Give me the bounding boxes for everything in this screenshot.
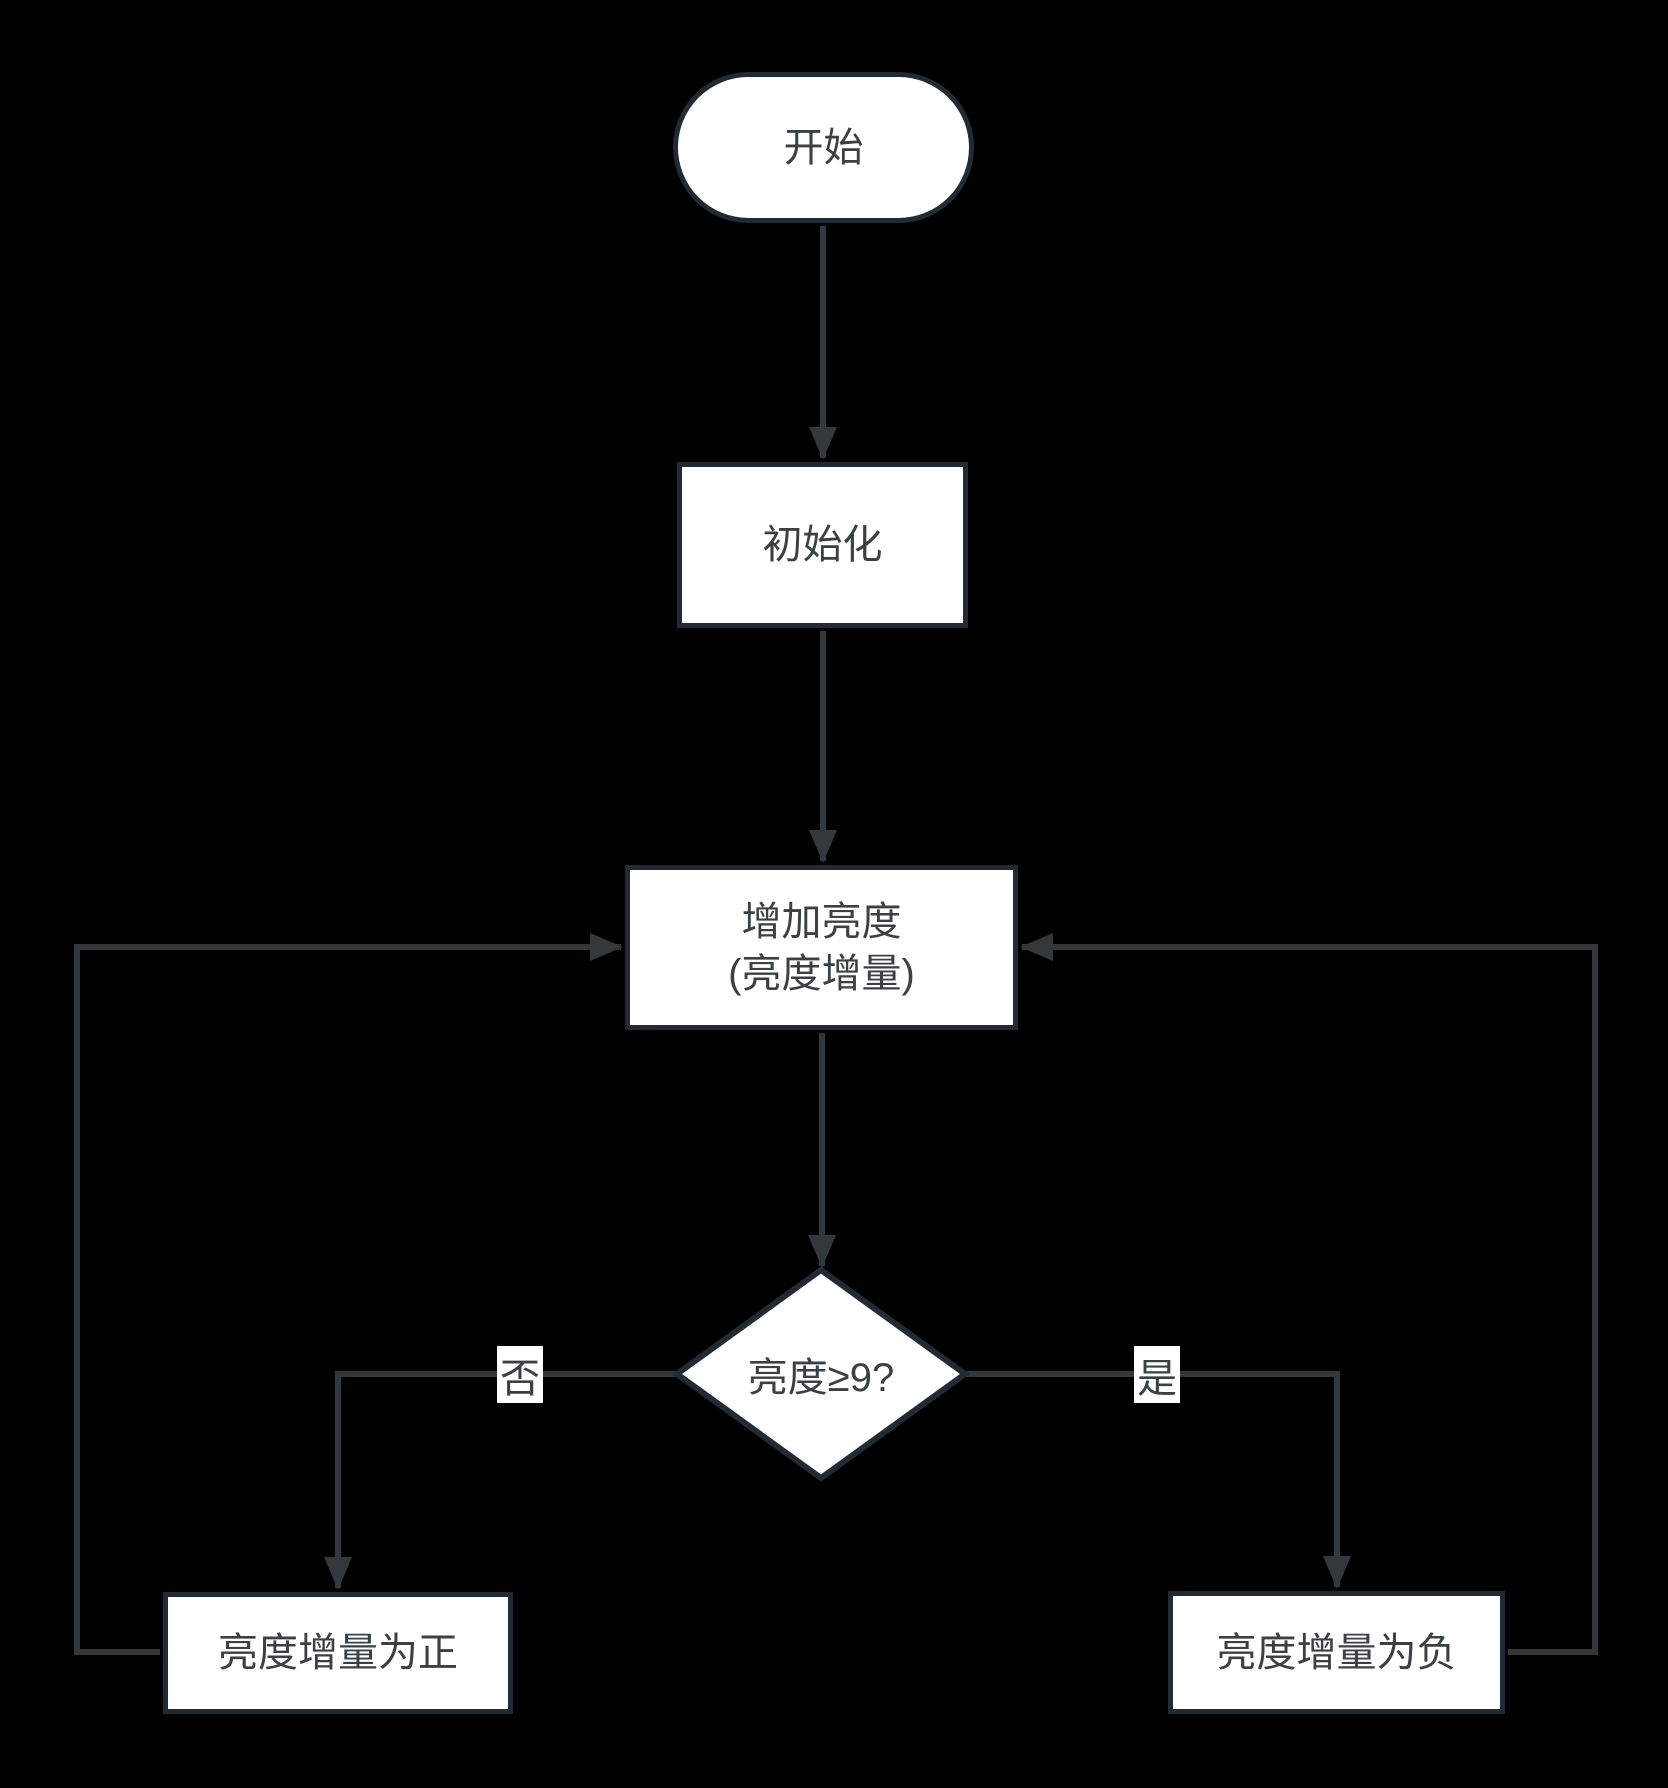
node-increment-positive: 亮度增量为正 — [163, 1592, 513, 1714]
edge-decision-no-branch — [324, 1371, 677, 1590]
node-init: 初始化 — [677, 462, 968, 628]
init-label: 初始化 — [762, 523, 883, 567]
negative-label: 亮度增量为负 — [1216, 1630, 1457, 1675]
decision-diamond-shape — [671, 1266, 971, 1482]
node-decision-label: 亮度≥9? — [747, 1356, 895, 1400]
node-increment-negative: 亮度增量为负 — [1168, 1591, 1505, 1714]
start-label: 开始 — [783, 125, 864, 170]
increase-label-line2: (亮度增量) — [728, 951, 915, 996]
edge-label-no: 否 — [497, 1346, 543, 1403]
edge-positive-loopback — [74, 933, 623, 1655]
edge-negative-loopback — [1020, 933, 1598, 1655]
edge-decision-yes-branch — [965, 1371, 1351, 1589]
positive-label: 亮度增量为正 — [218, 1631, 458, 1675]
node-increase-brightness: 增加亮度 (亮度增量) — [625, 865, 1018, 1030]
node-start: 开始 — [673, 72, 974, 223]
increase-label-line1: 增加亮度 — [741, 899, 902, 944]
edge-label-yes: 是 — [1134, 1346, 1180, 1403]
